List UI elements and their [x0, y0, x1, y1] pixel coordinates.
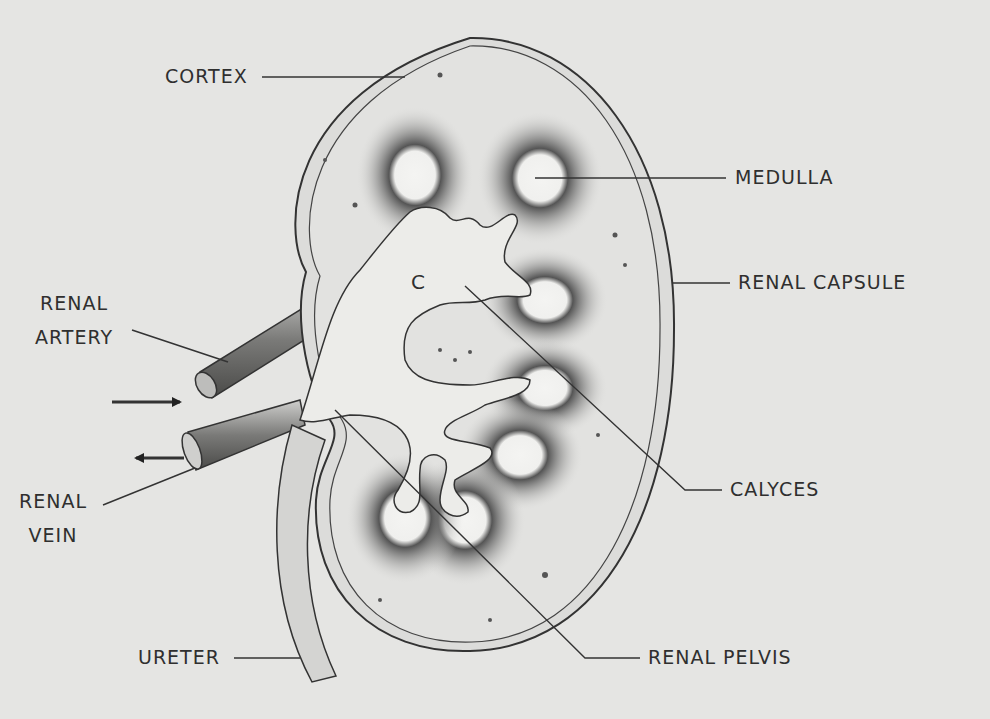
part-label: RENAL CAPSULE — [738, 271, 906, 294]
leader-lines — [103, 77, 730, 658]
renal-pelvis — [300, 207, 531, 516]
part-label: URETER — [138, 646, 220, 669]
cortex-marks — [323, 73, 627, 623]
part-label: MEDULLA — [735, 166, 834, 189]
part-label: C — [411, 270, 426, 294]
part-label: CORTEX — [165, 65, 248, 88]
part-label: RENAL PELVIS — [648, 646, 792, 669]
part-label: RENAL VEIN — [6, 484, 100, 552]
part-label: RENAL ARTERY — [14, 286, 134, 354]
part-label: CALYCES — [730, 478, 819, 501]
